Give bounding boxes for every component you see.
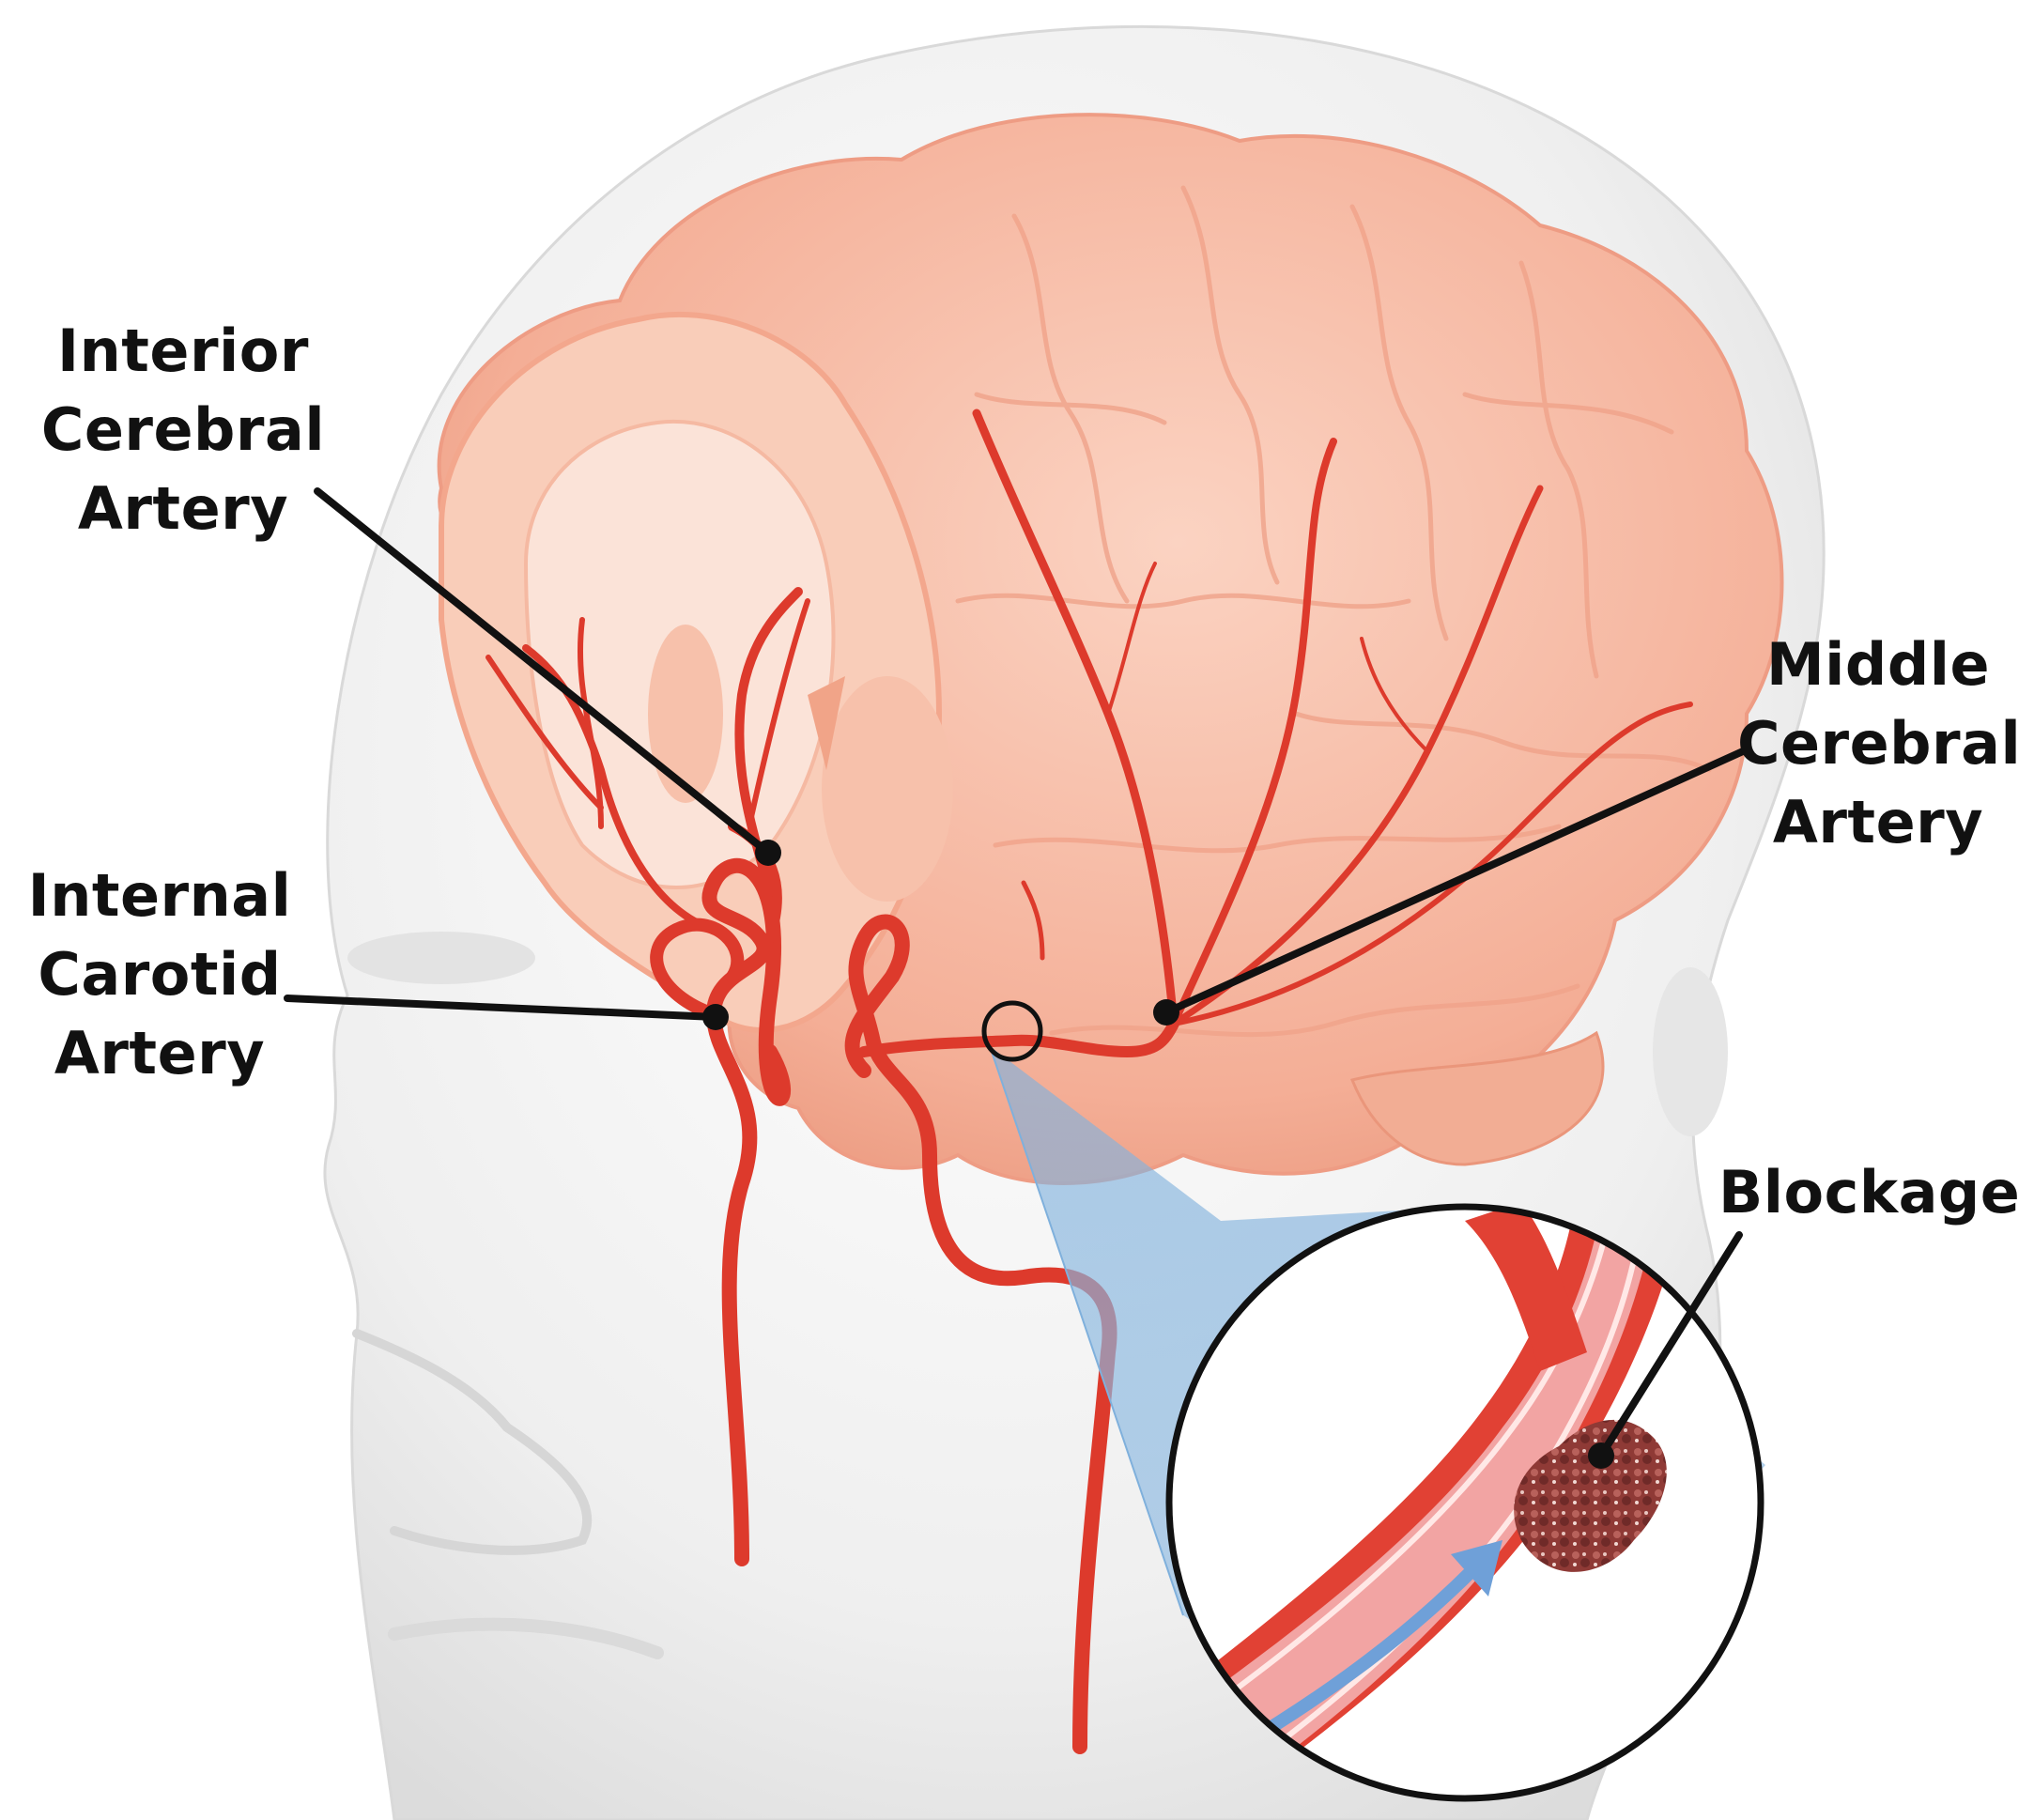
label-line: Internal [19, 856, 300, 935]
label-internal-carotid-artery: Internal Carotid Artery [19, 856, 300, 1093]
label-line: Artery [1737, 783, 2019, 862]
label-line: Carotid [19, 935, 300, 1014]
label-line: Artery [19, 1014, 300, 1093]
label-line: Middle [1737, 625, 2019, 704]
label-line: Cerebral [28, 391, 338, 470]
label-line: Artery [28, 470, 338, 548]
dot-anterior-cerebral [755, 840, 781, 866]
label-line: Cerebral [1737, 704, 2019, 783]
label-line: Blockage [1718, 1153, 2010, 1232]
label-middle-cerebral-artery: Middle Cerebral Artery [1737, 625, 2019, 862]
dot-middle-cerebral [1153, 999, 1179, 1026]
label-anterior-cerebral-artery: Interior Cerebral Artery [28, 312, 338, 548]
dot-blockage [1588, 1442, 1614, 1469]
dot-internal-carotid [702, 1004, 729, 1030]
label-blockage: Blockage [1718, 1153, 2010, 1232]
label-line: Interior [28, 312, 338, 391]
